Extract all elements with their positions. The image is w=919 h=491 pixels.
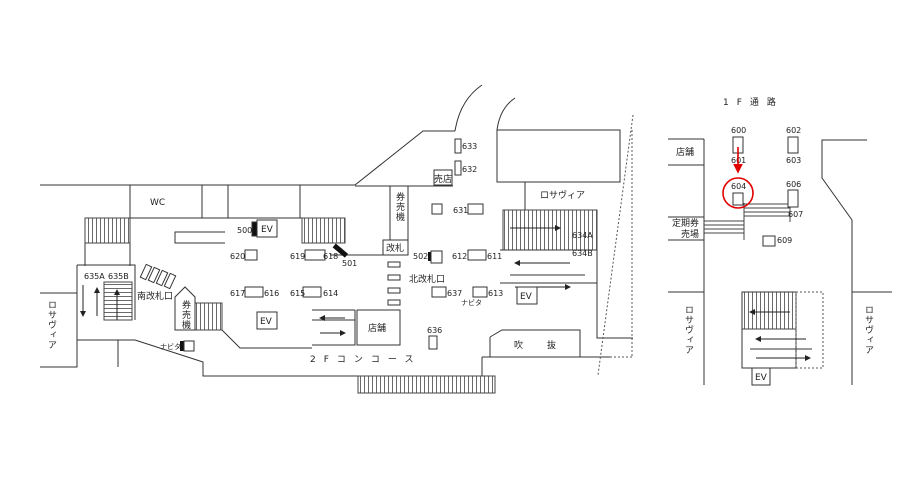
navita-label: ナビタ (160, 342, 181, 351)
stairs-2f (80, 209, 598, 394)
labels-2f: WC EV EV EV 500 501 502 620 619 618 617 … (46, 142, 593, 365)
loc-612: 612 (452, 252, 467, 261)
loc-607: 607 (788, 210, 803, 219)
ticket-gates (139, 261, 401, 346)
loc-617: 617 (230, 289, 245, 298)
loc-502: 502 (413, 252, 428, 261)
loc-614: 614 (323, 289, 338, 298)
loc-637: 637 (447, 289, 462, 298)
south-gate-label: 南改札口 (137, 290, 173, 302)
loc-633: 633 (462, 142, 477, 151)
loc-635b: 635B (108, 272, 129, 281)
loc-604: 604 (731, 182, 746, 191)
atrium-label: 吹 (514, 339, 523, 351)
commuter-pass-label: 売場 (681, 228, 699, 240)
loc-615: 615 (290, 289, 305, 298)
kiosk-label: 売店 (434, 173, 452, 185)
location-boxes (180, 138, 538, 352)
loc-613: 613 (488, 289, 503, 298)
rosavia-label: ロサヴィア (540, 189, 585, 201)
ev-label: EV (261, 225, 274, 235)
north-gate-label: 北改札口 (409, 273, 445, 285)
highlight-604 (722, 147, 754, 209)
rosavia-label: ロサヴィア (863, 305, 874, 355)
rosavia-label: ロサヴィア (683, 305, 694, 355)
labels-1f: 1F通路 店舗 定期券 売場 ロサヴィア ロサヴィア EV 600 601 60… (672, 96, 874, 383)
atrium-label: 抜 (547, 339, 556, 351)
loc-632: 632 (462, 165, 477, 174)
loc-500: 500 (237, 226, 252, 235)
navita-label: ナビタ (461, 298, 482, 307)
rosavia-label: ロサヴィア (46, 300, 57, 350)
loc-616: 616 (264, 289, 279, 298)
ev-label: EV (260, 317, 273, 327)
ev-label: EV (520, 292, 533, 302)
loc-603: 603 (786, 156, 801, 165)
concourse-label: 2Fコンコース (310, 355, 421, 365)
ticket-machine-label: 券売機 (394, 191, 405, 222)
loc-620: 620 (230, 252, 245, 261)
ticket-machine-label: 券売機 (180, 299, 191, 330)
loc-619: 619 (290, 252, 305, 261)
ev-label: EV (755, 373, 768, 383)
shop-label: 店舗 (368, 322, 386, 334)
loc-634b: 634B (572, 249, 593, 258)
loc-635a: 635A (84, 272, 105, 281)
loc-609: 609 (777, 236, 792, 245)
loc-634a: 634A (572, 231, 593, 240)
loc-618: 618 (323, 252, 338, 261)
wc-label: WC (150, 198, 165, 208)
gate-label: 改札 (386, 242, 404, 254)
loc-602: 602 (786, 126, 801, 135)
commuter-pass-label: 定期券 (672, 217, 699, 229)
loc-501: 501 (342, 259, 357, 268)
loc-600: 600 (731, 126, 746, 135)
passage-1f-label: 1F通路 (723, 96, 784, 108)
loc-631: 631 (453, 206, 468, 215)
loc-636: 636 (427, 326, 442, 335)
walls-1f (668, 136, 892, 386)
loc-611: 611 (487, 252, 502, 261)
highlight-circle (722, 177, 754, 209)
shop-label: 店舗 (676, 146, 694, 158)
loc-606: 606 (786, 180, 801, 189)
